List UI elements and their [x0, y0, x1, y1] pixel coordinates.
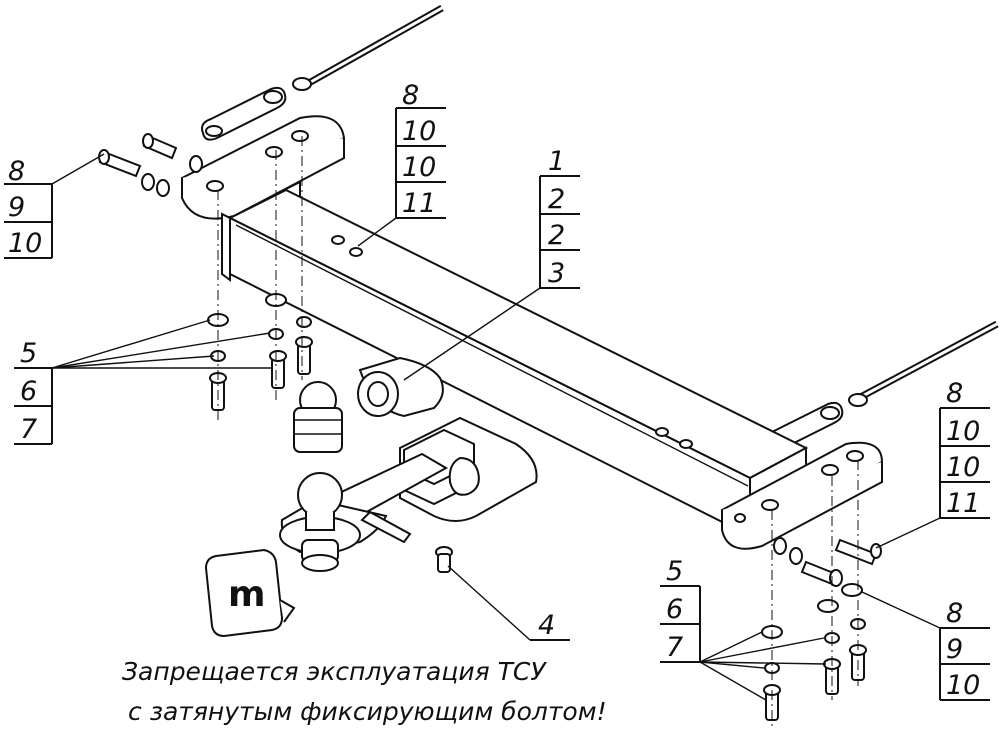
callout-label: 4	[538, 610, 555, 641]
warning-line-2: с затянутым фиксирующим болтом!	[128, 697, 607, 726]
callout-right-upper: 8 10 10 11	[875, 378, 990, 549]
callout-label: 11	[402, 188, 436, 219]
callout-label: 5	[666, 556, 683, 587]
callout-label: 10	[402, 116, 436, 147]
callout-label: 11	[946, 488, 980, 519]
left-fasteners	[98, 133, 313, 420]
callout-label: 6	[666, 594, 683, 625]
callout-bottom-left-of-right: 5 6 7	[660, 556, 827, 701]
main-cross-beam	[227, 188, 809, 538]
callout-label: 7	[20, 414, 37, 445]
left-mounting-bracket	[180, 115, 346, 282]
callout-top-middle: 8 10 10 11	[357, 80, 446, 247]
callout-label: 10	[402, 152, 436, 183]
callout-label: 10	[8, 228, 42, 259]
callout-label: 5	[20, 338, 37, 369]
callout-bottom-right: 8 9 10	[861, 591, 990, 701]
callout-label: 9	[8, 192, 25, 223]
callout-label: 8	[946, 378, 963, 409]
callout-label: 8	[946, 598, 963, 629]
socket-logo: m	[228, 574, 266, 615]
callout-top-left: 8 9 10	[4, 153, 105, 259]
callout-bottom-center: 4	[447, 565, 570, 641]
callout-label: 10	[946, 670, 980, 701]
callout-left-middle: 5 6 7	[14, 319, 272, 445]
callout-label: 2	[548, 220, 565, 251]
warning-line-1: Запрещается эксплуатация ТСУ	[122, 657, 547, 686]
callout-label: 3	[548, 258, 565, 289]
callout-label: 8	[8, 156, 25, 187]
callout-label: 6	[20, 376, 37, 407]
ball-mount	[279, 452, 449, 572]
socket-cover: m	[204, 548, 296, 638]
callout-label: 1	[548, 146, 565, 177]
callout-label: 7	[666, 632, 683, 663]
bolt-4	[435, 546, 453, 573]
left-threaded-rod	[201, 4, 444, 141]
callout-label: 10	[946, 452, 980, 483]
tow-ball-part	[293, 381, 343, 453]
callout-label: 2	[548, 184, 565, 215]
right-mounting-bracket	[720, 441, 884, 550]
right-fasteners	[761, 460, 882, 730]
callout-label: 8	[402, 80, 419, 111]
callout-label: 10	[946, 416, 980, 447]
callout-center: 1 2 2 3	[403, 146, 580, 381]
callout-label: 9	[946, 634, 963, 665]
receiver-hitch	[357, 356, 538, 522]
